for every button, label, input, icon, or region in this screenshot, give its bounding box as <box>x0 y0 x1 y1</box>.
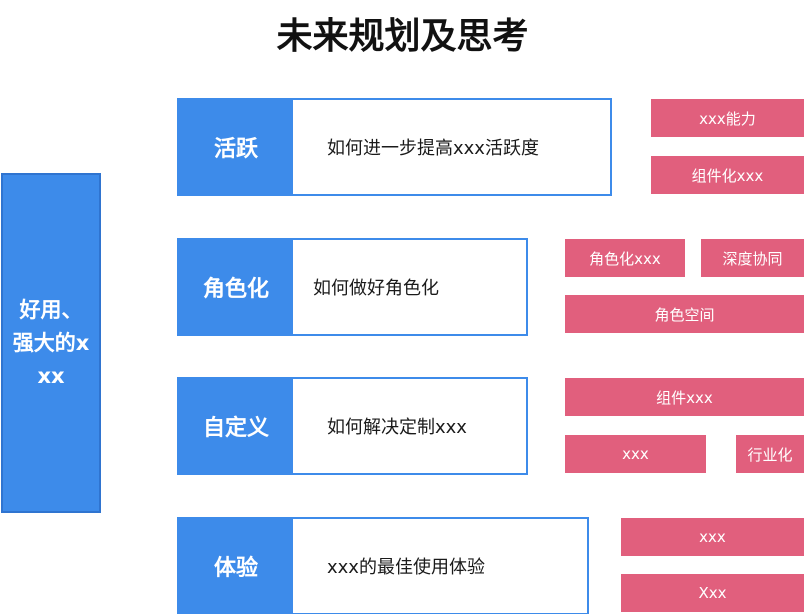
tag-xxx-ability: xxx能力 <box>651 99 804 137</box>
tag-role-xxx: 角色化xxx <box>565 239 685 277</box>
tag-industry: 行业化 <box>736 435 804 473</box>
row-desc-active: 如何进一步提高xxx活跃度 <box>327 138 539 159</box>
diagram-title: 未来规划及思考 <box>276 15 529 57</box>
tag-xxx-3: Xxx <box>621 574 804 612</box>
tag-componentized-xxx: 组件化xxx <box>651 156 804 194</box>
row-role: 角色化 如何做好角色化 <box>177 238 528 336</box>
tag-xxx: xxx <box>565 435 706 473</box>
row-experience: 体验 xxx的最佳使用体验 <box>177 517 589 614</box>
tag-xxx-2: xxx <box>621 518 804 556</box>
row-desc-role: 如何做好角色化 <box>313 278 439 299</box>
row-label-role: 角色化 <box>179 240 293 334</box>
row-desc-experience: xxx的最佳使用体验 <box>327 557 485 578</box>
tag-deep-collab: 深度协同 <box>701 239 804 277</box>
row-label-active: 活跃 <box>179 100 293 194</box>
row-active: 活跃 如何进一步提高xxx活跃度 <box>177 98 612 196</box>
row-label-experience: 体验 <box>179 519 293 613</box>
goal-block: 好用、强大的xxx <box>1 173 101 513</box>
row-label-custom: 自定义 <box>179 379 293 473</box>
goal-text: 好用、强大的xxx <box>12 297 90 388</box>
row-desc-custom: 如何解决定制xxx <box>327 417 467 438</box>
tag-component-xxx: 组件xxx <box>565 378 804 416</box>
row-custom: 自定义 如何解决定制xxx <box>177 377 528 475</box>
tag-role-space: 角色空间 <box>565 295 804 333</box>
